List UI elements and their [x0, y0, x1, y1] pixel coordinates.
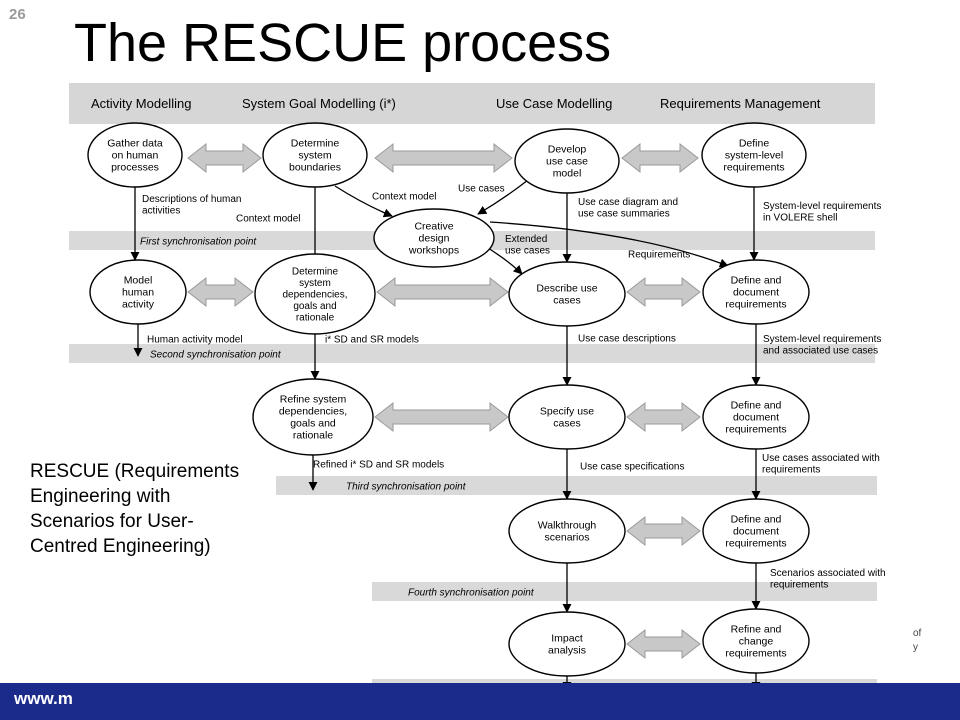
header-band — [69, 83, 875, 124]
node-ellipse — [252, 378, 374, 456]
right-text-fragment: of y — [913, 627, 921, 655]
edge-label-requirements: Requirements — [628, 250, 690, 261]
header-column-label: Use Case Modelling — [496, 96, 612, 111]
flow-arrow — [489, 221, 729, 268]
node-ellipse — [373, 208, 495, 268]
flow-arrow — [477, 179, 529, 215]
rescue-caption: RESCUE (Requirements Engineering with Sc… — [30, 461, 240, 557]
edge-label-refined-sdsr: Refined i* SD and SR models — [313, 460, 444, 471]
right-fragment-line: of — [913, 628, 922, 639]
sync-point-label: Fourth synchronisation point — [408, 588, 535, 599]
double-arrow — [187, 276, 254, 308]
footer-url[interactable]: www.m — [14, 689, 73, 708]
header-column-label: Activity Modelling — [91, 96, 191, 111]
node-ellipse — [701, 122, 807, 188]
node-ellipse — [508, 384, 626, 450]
edge-label-context2: Context model — [372, 192, 436, 203]
header-column-label: System Goal Modelling (i*) — [242, 96, 396, 111]
node-ellipse — [508, 611, 626, 677]
edge-label-sdsr: i* SD and SR models — [325, 335, 419, 346]
node-ellipse — [702, 384, 810, 450]
edge-label-usecases: Use cases — [458, 184, 505, 195]
node-ellipse — [89, 259, 187, 325]
double-arrow — [626, 276, 701, 308]
node-ellipse — [702, 498, 810, 564]
node-ellipse — [508, 261, 626, 327]
node-ellipse — [254, 253, 376, 335]
flow-arrow — [334, 185, 393, 218]
sync-point-label: Second synchronisation point — [150, 350, 282, 361]
node-ellipse — [87, 122, 183, 188]
sync-point-label: Third synchronisation point — [346, 482, 467, 493]
edge-label-humanactivity: Human activity model — [147, 335, 243, 346]
double-arrow — [374, 401, 509, 433]
edge-label-ucspec: Use case specifications — [580, 462, 685, 473]
sync-band — [276, 476, 877, 495]
node-ellipse — [262, 122, 368, 188]
slide-title: The RESCUE process — [74, 13, 612, 73]
double-arrow — [187, 142, 262, 174]
right-fragment-line: y — [913, 642, 918, 653]
node-ellipse — [514, 128, 620, 194]
double-arrow — [626, 515, 701, 547]
node-ellipse — [702, 259, 810, 325]
sync-point-label: First synchronisation point — [140, 237, 257, 248]
double-arrow — [376, 276, 509, 308]
double-arrow — [621, 142, 699, 174]
sync-band — [69, 344, 875, 363]
node-ellipse — [702, 608, 810, 674]
footer-bar — [0, 683, 960, 720]
edge-label-context1: Context model — [236, 214, 300, 225]
edge-label-ucdesc: Use case descriptions — [578, 334, 676, 345]
double-arrow — [626, 628, 701, 660]
double-arrow — [374, 142, 513, 174]
double-arrow — [626, 401, 701, 433]
sync-band — [372, 582, 877, 601]
node-ellipse — [508, 498, 626, 564]
header-column-label: Requirements Management — [660, 96, 821, 111]
flow-arrow — [487, 247, 523, 275]
slide-number: 26 — [9, 6, 26, 23]
